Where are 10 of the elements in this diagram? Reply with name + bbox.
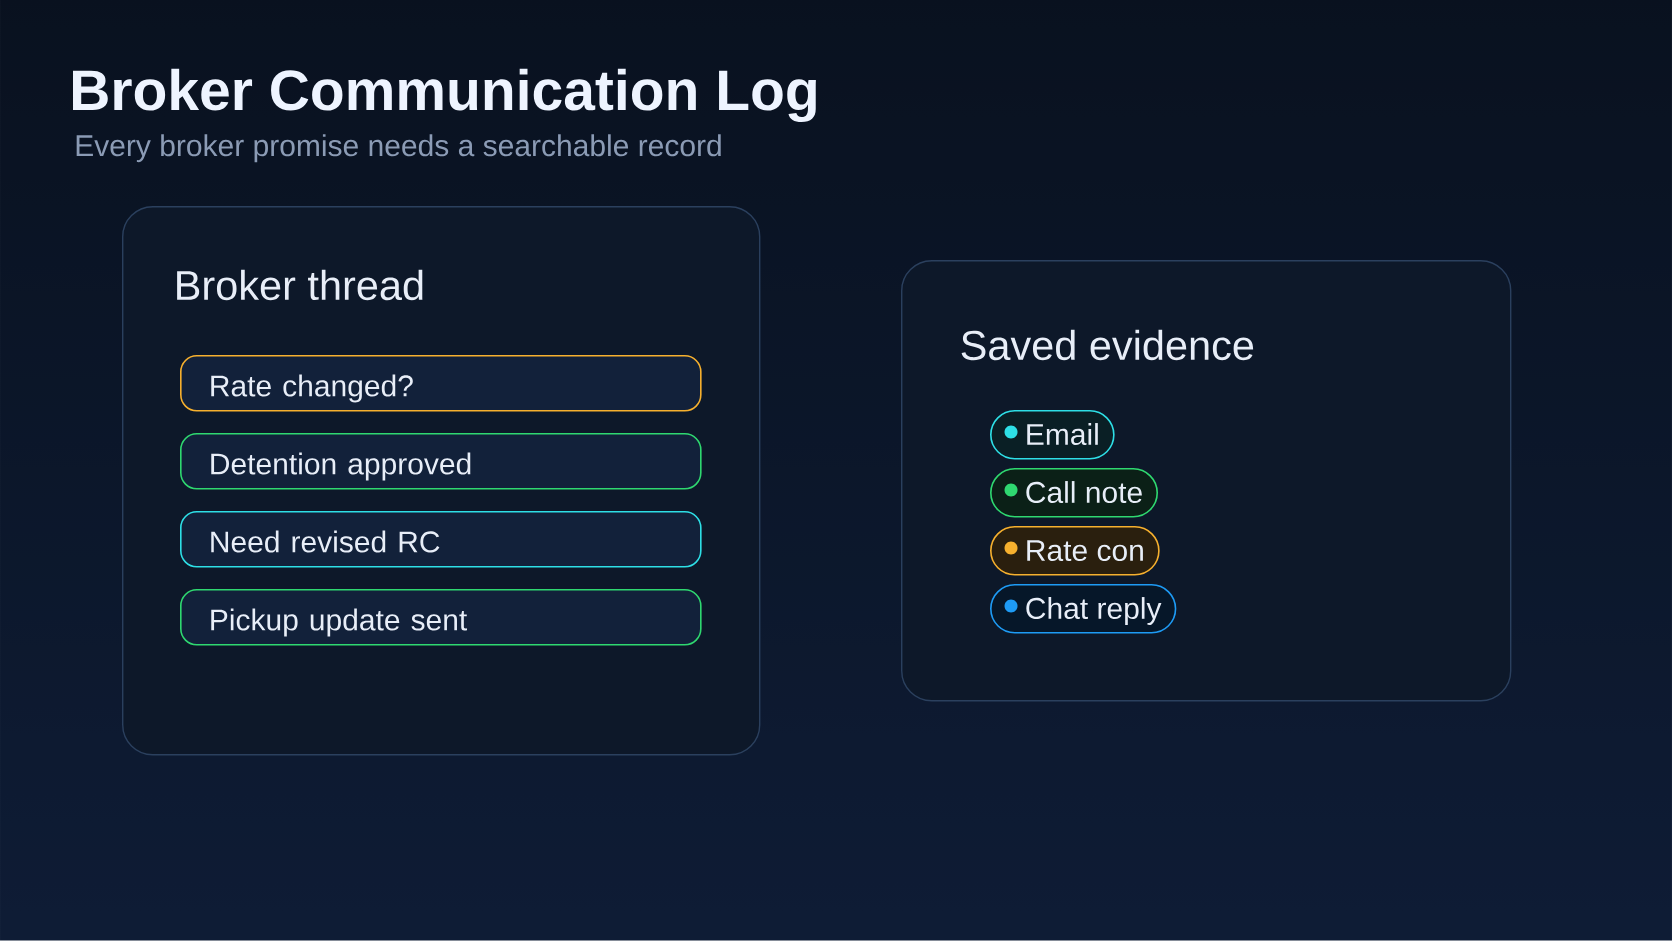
subtitle: Every broker promise needs a searchable record <box>76 134 721 163</box>
pill-tag: Rate con <box>990 526 1160 576</box>
message-box: Detention approved <box>180 433 702 490</box>
title: Broker Communication Log <box>73 68 816 123</box>
pill-tag: Call note <box>990 468 1158 518</box>
pill-tag: Email <box>990 410 1115 460</box>
message-box: Need revised RC <box>180 511 702 568</box>
pill-tag: Chat reply <box>990 584 1177 634</box>
message-box: Pickup update sent <box>180 589 702 646</box>
message-box: Rate changed? <box>180 355 702 412</box>
